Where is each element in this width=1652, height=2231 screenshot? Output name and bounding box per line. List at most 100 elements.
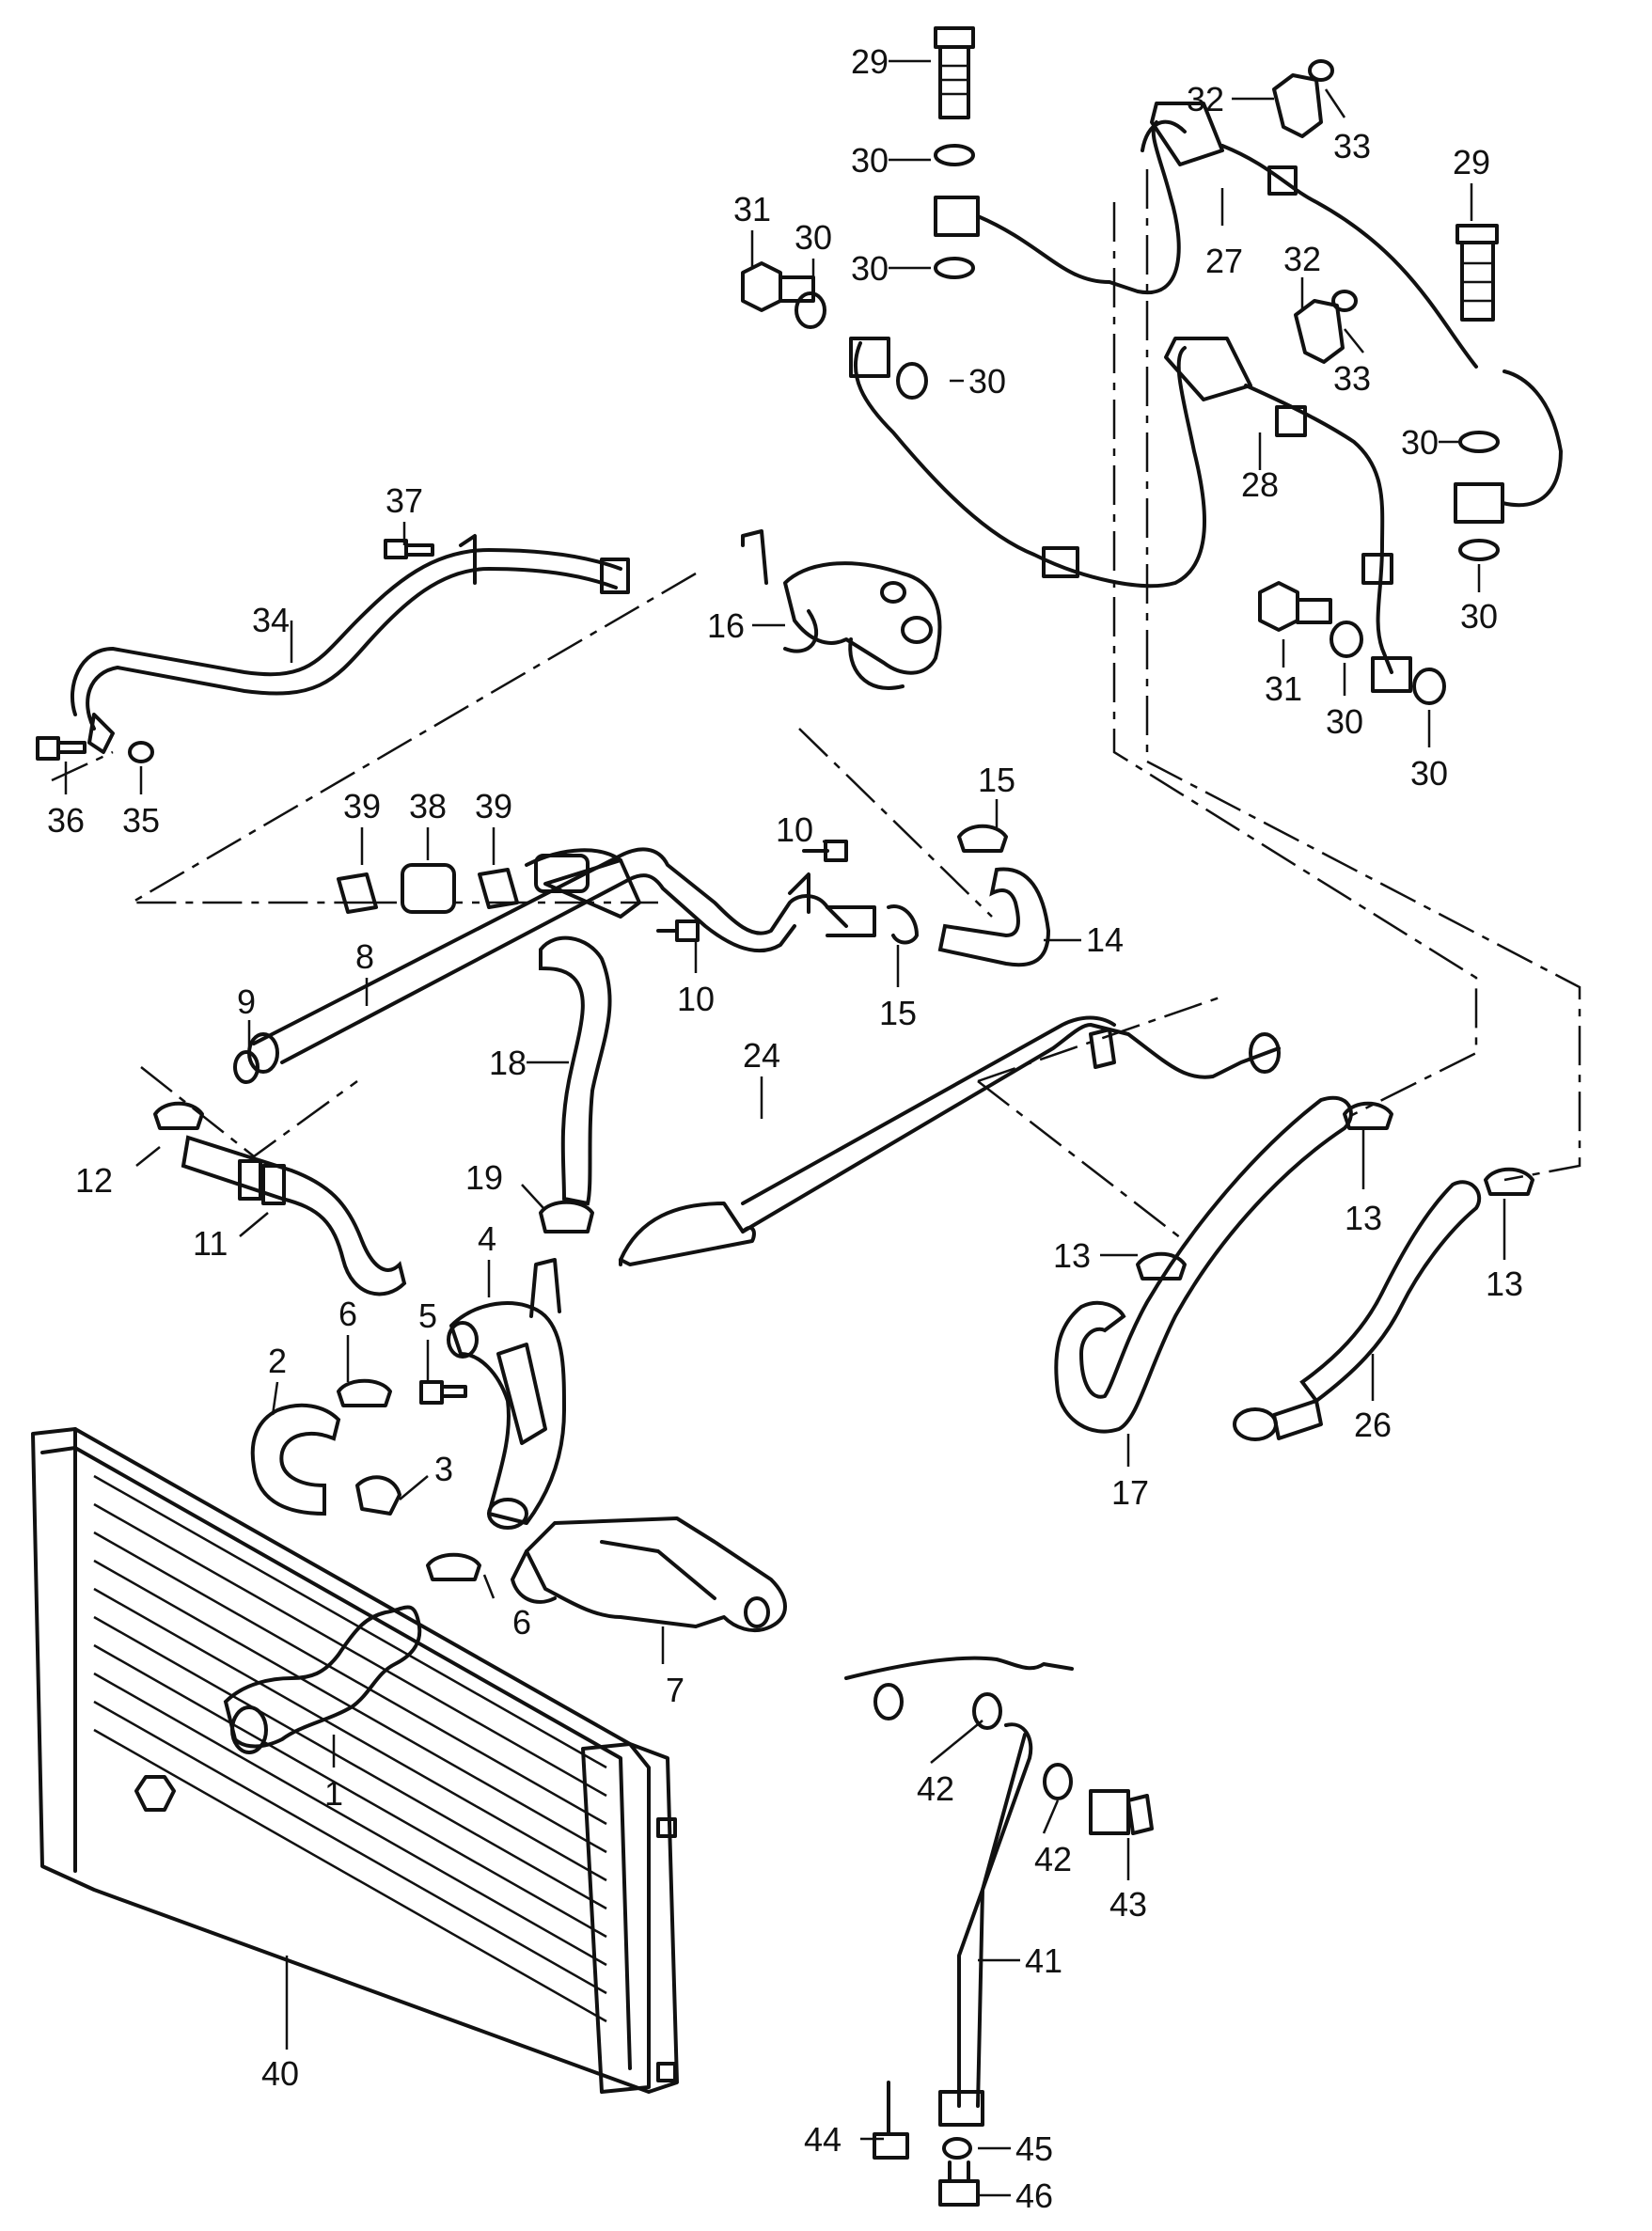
part-19-clamp [539,1200,594,1233]
callout-40: 40 [261,2054,299,2093]
callout-6: 6 [338,1295,357,1333]
part-5-bolt [419,1380,467,1405]
part-4-housing [447,1258,566,1530]
callout-33: 33 [1333,127,1371,165]
callout-13: 13 [1486,1265,1523,1303]
part-15-clamps [887,824,1008,945]
part-32-clips [1272,59,1358,364]
callout-31: 31 [733,190,771,228]
callout-5: 5 [418,1296,437,1335]
callout-labels: 29 30 30 31 30 30 32 33 27 29 32 33 28 3… [47,42,1523,2215]
part-36-35-fittings [36,713,154,763]
dashed-guides [51,169,1581,1242]
part-31-bolt-right [1258,581,1332,632]
callout-4: 4 [478,1219,496,1258]
part-29-banjo-bolt-top [934,26,975,119]
callout-30: 30 [851,141,889,180]
callout-11: 11 [193,1224,228,1263]
callout-44: 44 [804,2120,842,2159]
part-18-hose [539,935,612,1206]
callout-32: 32 [1283,240,1321,278]
part-29-banjo-bolt-right [1455,224,1499,322]
part-13-clamps [1136,1101,1534,1280]
part-40-radiator [31,1427,679,2094]
callout-36: 36 [47,801,85,840]
callout-46: 46 [1015,2176,1053,2215]
part-8-pipe [247,847,876,1074]
callout-30: 30 [851,249,889,288]
part-28-line-lower [849,337,1206,589]
part-24-bracket [619,1015,1281,1266]
callout-37: 37 [385,481,423,520]
callout-32: 32 [1187,80,1224,118]
callout-43: 43 [1109,1885,1147,1924]
callout-41: 41 [1025,1941,1062,1980]
callout-24: 24 [743,1036,780,1075]
callout-9: 9 [237,982,256,1021]
callout-27: 27 [1205,242,1243,280]
callout-15: 15 [879,994,917,1032]
part-37-bolt [384,539,434,559]
callout-2: 2 [268,1342,287,1380]
callout-12: 12 [75,1161,113,1200]
callout-3: 3 [434,1450,453,1488]
part-28-line [1164,337,1393,674]
part-31-bolt-top [741,261,815,312]
part-27-line [934,102,1478,369]
callout-6: 6 [512,1603,531,1642]
callout-34: 34 [252,601,290,639]
callout-26: 26 [1354,1406,1392,1444]
callout-33: 33 [1333,359,1371,398]
part-2-hose [250,1403,341,1516]
part-9-oring [233,1050,260,1084]
callout-16: 16 [707,606,745,645]
part-38-39-connector [337,854,590,914]
part-17-hose [1054,1095,1353,1434]
callout-31: 31 [1265,669,1302,708]
callout-19: 19 [465,1158,503,1197]
callout-35: 35 [122,801,160,840]
callout-30: 30 [968,362,1006,401]
part-6-clamps [337,1378,481,1581]
callout-29: 29 [1453,143,1490,181]
callout-10: 10 [776,810,813,849]
part-10-bolts [656,840,848,942]
part-34-hose [70,534,630,731]
callout-18: 18 [489,1044,527,1082]
callout-39: 39 [475,787,512,825]
callout-13: 13 [1345,1199,1382,1237]
leader-lines [64,59,1506,2197]
callout-30: 30 [795,218,832,257]
callout-42: 42 [1034,1840,1072,1878]
callout-30: 30 [1410,754,1448,793]
part-16-coolant-flange [741,529,942,690]
callout-14: 14 [1086,920,1124,959]
part-12-clamp [153,1101,204,1130]
callout-7: 7 [666,1671,684,1709]
callout-30: 30 [1401,423,1439,462]
part-30-washers-right [1329,369,1563,705]
callout-1: 1 [324,1774,343,1813]
callout-8: 8 [355,937,374,976]
part-14-hose [937,867,1051,967]
part-43-bolt [1089,1789,1154,1835]
part-42-washers [972,1692,1073,1800]
callout-30: 30 [1326,702,1363,741]
callout-10: 10 [677,980,715,1018]
callout-42: 42 [917,1769,954,1808]
callout-29: 29 [851,42,889,81]
part-30-washers-left [795,291,928,400]
callout-38: 38 [409,787,447,825]
part-41-pipe [844,1656,1074,2127]
callout-13: 13 [1053,1236,1091,1275]
callout-30: 30 [1460,597,1498,636]
part-11-hose [181,1135,407,1296]
callout-39: 39 [343,787,381,825]
callout-15: 15 [978,761,1015,799]
part-30-washers-top [934,144,975,279]
part-7-cover [511,1516,787,1633]
callout-17: 17 [1111,1473,1149,1512]
callout-45: 45 [1015,2129,1053,2168]
part-26-hose [1233,1180,1482,1441]
